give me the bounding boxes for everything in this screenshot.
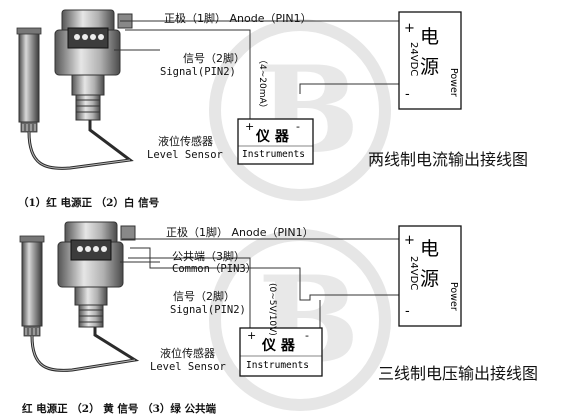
- instrument-cn-top: 仪 器: [256, 129, 289, 145]
- instrument-cn-bottom: 仪 器: [262, 338, 295, 354]
- level-sensor-probe-bottom: [19, 235, 45, 337]
- sensor-label-cn-bottom: 液位传感器: [160, 347, 215, 360]
- transmitter-head-bottom: [57, 221, 136, 328]
- sensor-label-cn-top: 液位传感器: [158, 135, 213, 148]
- instrument-plus-top: +: [245, 120, 255, 133]
- power-minus-top: -: [405, 87, 410, 102]
- signal-label-cn-bottom: 信号（2脚）: [173, 290, 235, 303]
- anode-label-bottom: 正极（1脚） Anode（PIN1）: [166, 226, 314, 239]
- voltage-range-label: (0~5V/10V): [267, 283, 277, 336]
- anode-label-top: 正极（1脚） Anode（PIN1）: [164, 12, 312, 25]
- caption-bottom: 三线制电压输出接线图: [378, 364, 539, 383]
- power-en-bottom: Power: [448, 282, 459, 311]
- instrument-box-top: [237, 118, 314, 165]
- legend-bottom: 红 电源正 （2） 黄 信号 （3）绿 公共端: [22, 403, 217, 415]
- power-cn-2-top: 源: [420, 56, 440, 78]
- instrument-box-bottom: [239, 327, 323, 377]
- power-minus-bottom: -: [405, 304, 410, 319]
- instrument-en-bottom: Instruments: [246, 360, 309, 371]
- signal-label-en-bottom: Signal(PIN2): [170, 304, 246, 316]
- signal-label-cn-top: 信号（2脚）: [183, 52, 245, 65]
- power-cn-2-bottom: 源: [420, 268, 440, 290]
- instrument-minus-bottom: -: [305, 329, 309, 342]
- power-voltage-top: 24VDC: [408, 42, 419, 77]
- instrument-plus-bottom: +: [247, 329, 257, 342]
- instrument-minus-top: -: [296, 120, 300, 133]
- power-cn-1-bottom: 电: [420, 238, 440, 260]
- power-en-top: Power: [448, 68, 459, 97]
- power-plus-top: +: [404, 21, 415, 36]
- level-sensor-probe-top: [16, 27, 42, 133]
- instrument-en-top: Instruments: [242, 149, 305, 160]
- common-label-cn: 公共端（3脚）: [172, 250, 245, 263]
- sensor-label-en-top: Level Sensor: [147, 149, 223, 161]
- signal-label-en-top: Signal(PIN2): [160, 66, 236, 78]
- power-plus-bottom: +: [404, 233, 415, 248]
- power-supply-box-bottom: [398, 225, 462, 327]
- common-label-en: Common（PIN3）: [172, 263, 257, 275]
- transmitter-head-top: [54, 9, 133, 121]
- power-voltage-bottom: 24VDC: [408, 256, 419, 291]
- caption-top: 两线制电流输出接线图: [368, 150, 529, 169]
- sensor-label-en-bottom: Level Sensor: [150, 361, 226, 373]
- power-cn-1-top: 电: [420, 26, 440, 48]
- power-supply-box-top: [398, 11, 462, 110]
- watermark-logo: [209, 19, 391, 411]
- legend-top: （1）红 电源正 （2）白 信号: [18, 197, 160, 209]
- current-range-label: （4~20mA）: [257, 55, 267, 113]
